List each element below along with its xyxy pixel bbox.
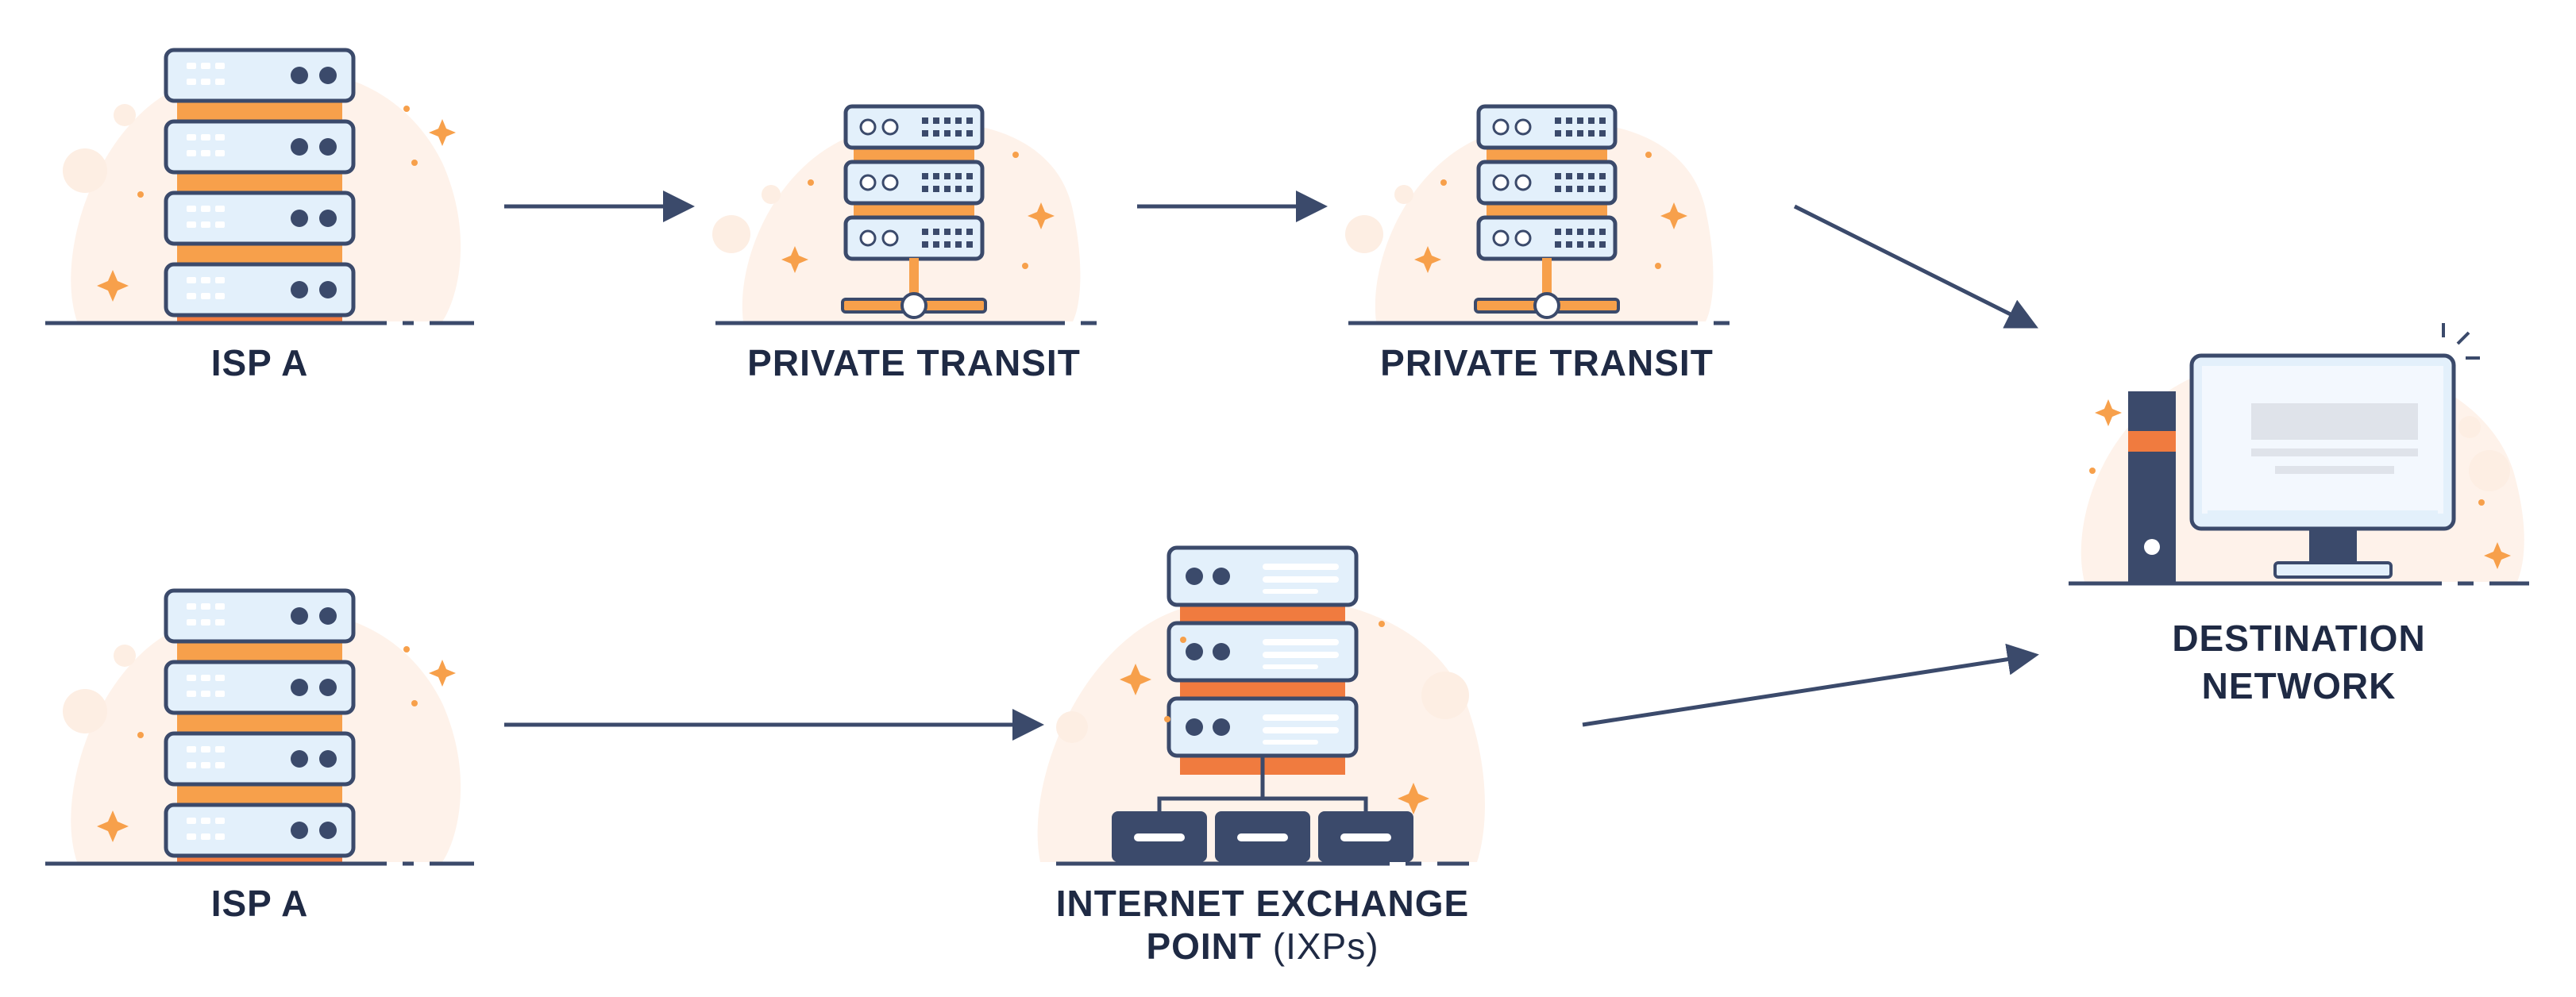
edge-private-transit-2-to-destination xyxy=(1793,204,2038,329)
node-label-line-2: NETWORK xyxy=(2202,665,2397,706)
node-label-line-2-bold: POINT xyxy=(1146,926,1262,967)
desktop-computer-icon xyxy=(2069,323,2529,583)
node-label: ISP A xyxy=(211,342,309,383)
server-icon xyxy=(1345,106,1737,323)
node-private-transit-1: PRIVATE TRANSIT xyxy=(712,106,1105,383)
node-label-line-2: POINT (IXPs) xyxy=(1146,926,1379,967)
server-icon xyxy=(712,106,1105,323)
edges xyxy=(504,191,2039,741)
node-isp-a-top: ISP A xyxy=(45,50,474,383)
server-rack-icon xyxy=(45,591,474,864)
node-label: PRIVATE TRANSIT xyxy=(747,342,1081,383)
server-rack-icon xyxy=(45,50,474,323)
node-label-line-2-light: (IXPs) xyxy=(1262,926,1379,967)
node-isp-a-bottom: ISP A xyxy=(45,591,474,924)
edge-ixp-to-destination xyxy=(1582,643,2039,727)
node-destination-network: DESTINATION NETWORK xyxy=(2069,323,2529,706)
exchange-server-icon xyxy=(1038,548,1485,864)
node-label-line-1: DESTINATION xyxy=(2172,618,2425,659)
node-label-line-1: INTERNET EXCHANGE xyxy=(1056,883,1469,924)
node-label: PRIVATE TRANSIT xyxy=(1380,342,1714,383)
node-label: ISP A xyxy=(211,883,309,924)
node-private-transit-2: PRIVATE TRANSIT xyxy=(1345,106,1737,383)
node-internet-exchange-point: INTERNET EXCHANGE POINT (IXPs) xyxy=(1038,548,1485,967)
